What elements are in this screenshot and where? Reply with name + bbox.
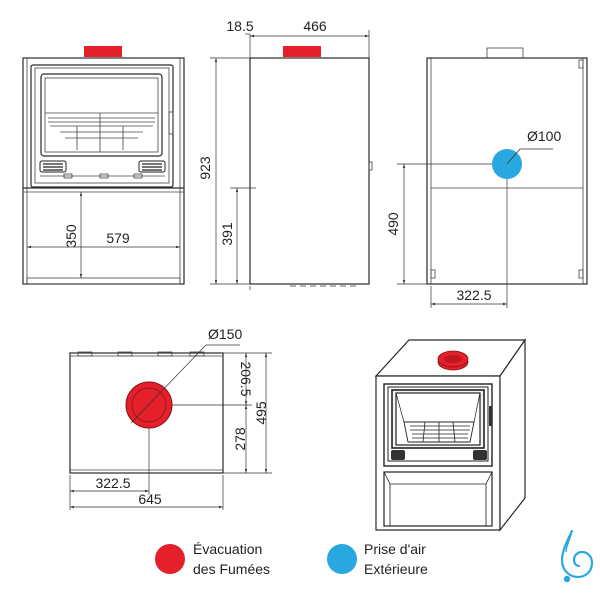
side-view: 18.5 466 923 391 — [197, 18, 373, 290]
dim-top-278: 278 — [232, 427, 248, 451]
dim-top-495: 495 — [253, 401, 269, 425]
front-glass — [40, 73, 163, 157]
dim-front-350: 350 — [63, 224, 79, 248]
dim-top-322-5: 322.5 — [95, 475, 130, 491]
dim-side-923: 923 — [197, 156, 213, 180]
legend-smoke-line1: Évacuation — [193, 541, 262, 557]
legend-air-line2: Extérieure — [364, 561, 428, 577]
iso-side-face — [499, 338, 526, 532]
legend-air-swatch — [327, 544, 357, 574]
top-view: Ø150 206.5 278 495 322.5 645 — [69, 326, 272, 510]
front-flue-outlet — [84, 46, 122, 57]
dim-back-490: 490 — [385, 212, 401, 236]
front-air-grille-left — [39, 160, 67, 173]
legend-smoke-line2: des Fumées — [193, 561, 270, 577]
front-body — [22, 57, 185, 285]
back-flue-collar — [486, 47, 524, 59]
dim-back-322-5: 322.5 — [456, 287, 491, 303]
dim-top-d150: Ø150 — [208, 326, 242, 342]
isometric-view — [374, 338, 527, 532]
dim-side-18-5: 18.5 — [226, 18, 253, 34]
iso-log-store — [383, 471, 493, 527]
dim-top-645: 645 — [138, 491, 162, 507]
dim-top-206-5: 206.5 — [238, 361, 254, 396]
dim-side-391: 391 — [219, 222, 235, 246]
legend-air-line1: Prise d'air — [364, 541, 426, 557]
back-view: Ø100 490 322.5 — [385, 47, 588, 308]
legend: Évacuation des Fumées Prise d'air Extéri… — [155, 541, 428, 577]
top-body — [69, 352, 224, 474]
front-view: 350 579 — [22, 46, 185, 285]
front-air-grille-right — [138, 160, 166, 173]
side-body — [249, 57, 370, 285]
front-door-handle — [168, 111, 174, 135]
side-flue-outlet — [283, 46, 321, 57]
dim-back-d100: Ø100 — [527, 128, 561, 144]
legend-smoke-swatch — [155, 544, 185, 574]
dim-side-466: 466 — [303, 18, 327, 34]
dim-front-579: 579 — [106, 230, 130, 246]
brand-logo-icon — [560, 529, 594, 583]
